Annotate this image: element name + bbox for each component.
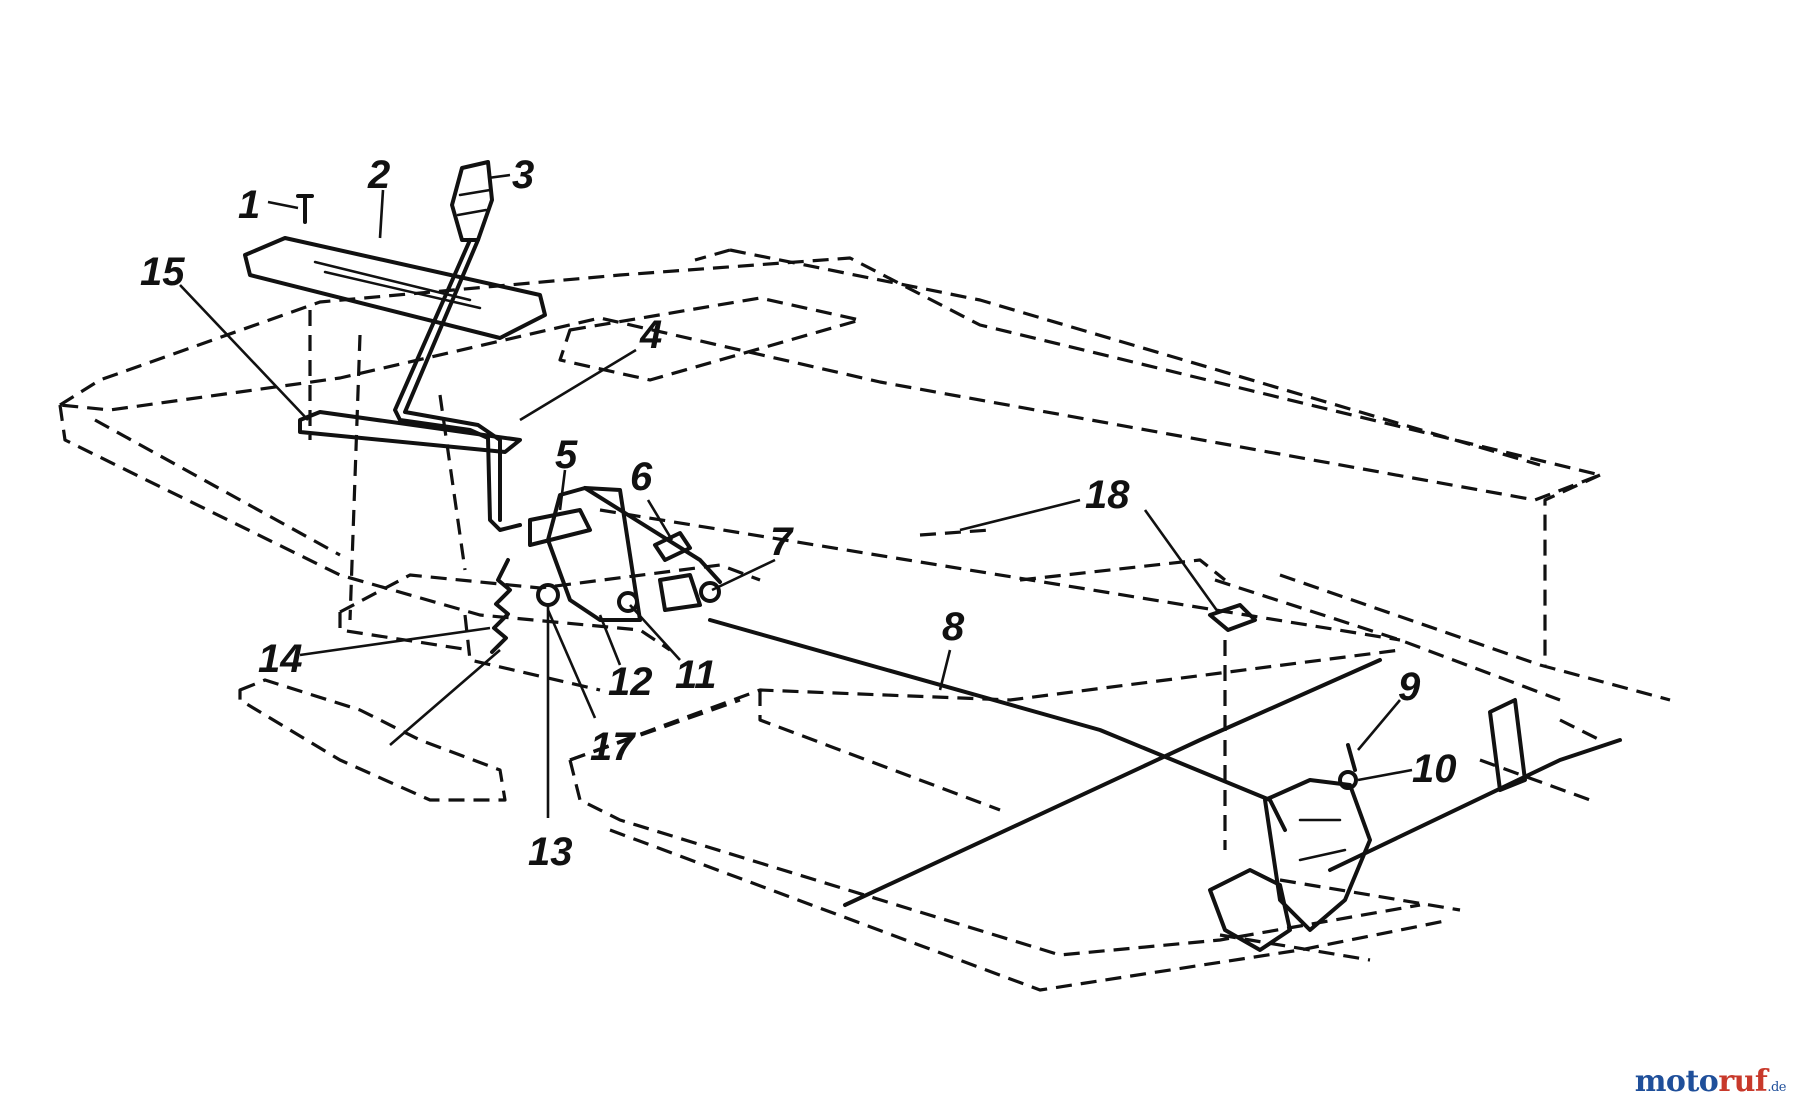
control-rod bbox=[708, 618, 1287, 832]
cross-shaft bbox=[843, 658, 1382, 907]
nut bbox=[699, 581, 721, 603]
mount-tab bbox=[1208, 603, 1257, 632]
pivot-link bbox=[528, 508, 592, 547]
callout-3: 3 bbox=[512, 153, 534, 197]
screw bbox=[296, 194, 314, 224]
lever-knob bbox=[450, 160, 494, 242]
watermark-brand-a: moto bbox=[1634, 1064, 1719, 1099]
watermark-suffix: .de bbox=[1767, 1080, 1786, 1095]
callout-leaders bbox=[179, 173, 1413, 818]
callout-18: 18 bbox=[1085, 473, 1130, 517]
sector-plate-slots bbox=[1298, 818, 1347, 862]
bracket bbox=[298, 410, 522, 454]
callout-14: 14 bbox=[258, 637, 303, 681]
callout-10: 10 bbox=[1412, 747, 1457, 791]
callout-12: 12 bbox=[608, 660, 653, 704]
lower-plate bbox=[1208, 868, 1292, 952]
callout-7: 7 bbox=[770, 520, 794, 564]
washer-right bbox=[1338, 770, 1358, 790]
pivot-pin bbox=[536, 583, 560, 607]
lever-knob-grip bbox=[456, 188, 492, 217]
callout-2: 2 bbox=[367, 153, 390, 197]
callout-6: 6 bbox=[630, 455, 653, 499]
chassis-outline bbox=[58, 248, 1671, 992]
axle-arm bbox=[1488, 698, 1527, 792]
callout-5: 5 bbox=[555, 433, 578, 477]
bushing bbox=[658, 573, 702, 612]
washer bbox=[617, 591, 639, 613]
callout-8: 8 bbox=[942, 605, 965, 649]
pin bbox=[1346, 743, 1357, 772]
shift-lever-edge bbox=[403, 238, 502, 522]
site-watermark-logo: motoruf.de bbox=[1634, 1064, 1787, 1099]
callout-labels: 1 2 3 4 5 6 7 8 9 10 11 12 13 14 15 17 1… bbox=[140, 153, 1457, 874]
gear-plate bbox=[243, 236, 547, 340]
callout-4: 4 bbox=[639, 313, 662, 357]
watermark-brand-b: ruf bbox=[1718, 1064, 1768, 1099]
spring bbox=[490, 558, 512, 654]
callout-15: 15 bbox=[140, 250, 185, 294]
pivot-arm bbox=[583, 486, 722, 584]
parts bbox=[243, 160, 1622, 952]
callout-11: 11 bbox=[675, 653, 717, 697]
pivot-bracket bbox=[546, 486, 642, 622]
callout-1: 1 bbox=[238, 183, 260, 227]
callout-9: 9 bbox=[1398, 665, 1421, 709]
axle bbox=[1328, 738, 1622, 872]
callout-17: 17 bbox=[590, 725, 636, 769]
callout-13: 13 bbox=[528, 830, 573, 874]
